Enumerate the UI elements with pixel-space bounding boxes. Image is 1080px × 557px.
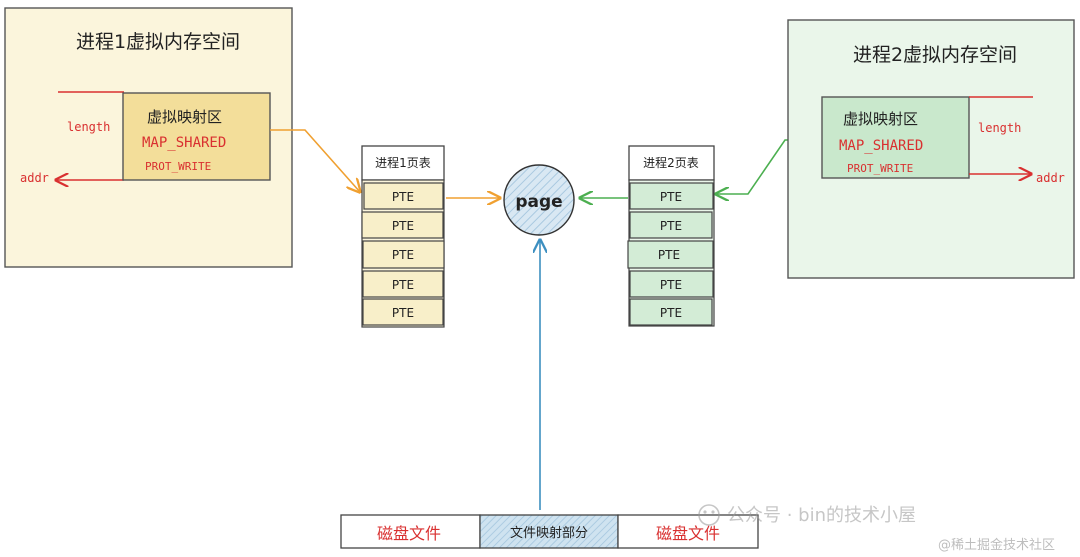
process1-page-table: 进程1页表 PTE PTE PTE PTE PTE [361, 145, 445, 328]
process2-addr-label: addr [1036, 171, 1065, 185]
process1-pte-label: PTE [392, 248, 414, 262]
process1-length-label: length [67, 120, 110, 134]
process2-mmap-title: 虚拟映射区 [843, 110, 918, 128]
process2-pte-label: PTE [660, 219, 682, 233]
page-node: page [503, 164, 575, 236]
watermark: 公众号 · bin的技术小屋 @稀土掘金技术社区 [698, 504, 1055, 553]
process1-space-title: 进程1虚拟内存空间 [76, 31, 240, 53]
process2-pte-1 [629, 211, 713, 239]
process2-mmap-area [821, 96, 970, 179]
wechat-icon [698, 504, 720, 526]
process2-pte-label: PTE [660, 190, 682, 204]
process1-mmap-flag: MAP_SHARED [142, 135, 226, 151]
watermark-site: @稀土掘金技术社区 [938, 537, 1055, 553]
process1-pte-label: PTE [392, 219, 414, 233]
process2-page-table-title: 进程2页表 [643, 155, 699, 170]
process1-page-table-title: 进程1页表 [375, 155, 431, 170]
process1-pte-2 [362, 240, 445, 269]
process2-pte-label: PTE [658, 248, 680, 262]
process2-page-table-header [628, 145, 715, 181]
process1-addr-label: addr [20, 171, 49, 185]
disk-file-left-label: 磁盘文件 [377, 524, 441, 543]
process2-pte-2 [627, 240, 714, 269]
process2-pte-0 [629, 182, 714, 210]
process1-pte-0 [363, 182, 444, 210]
process1-pte-label: PTE [392, 306, 414, 320]
process2-length-label: length [978, 121, 1021, 135]
page-label: page [515, 192, 562, 212]
process1-pte-1 [361, 211, 444, 239]
process1-pte-label: PTE [392, 278, 414, 292]
disk-file-bar: 磁盘文件 文件映射部分 磁盘文件 [340, 514, 759, 549]
process2-pte-4 [629, 298, 713, 326]
process2-space-title: 进程2虚拟内存空间 [853, 44, 1017, 66]
process2-pte-label: PTE [660, 278, 682, 292]
process2-page-table: 进程2页表 PTE PTE PTE PTE PTE [627, 145, 715, 327]
process1-pte-3 [362, 270, 444, 298]
process1-mmap-title: 虚拟映射区 [147, 108, 222, 126]
process1-to-pagetable-arrow [270, 129, 360, 192]
page-circle [503, 164, 575, 236]
process1-mmap-prot: PROT_WRITE [145, 160, 211, 173]
disk-file-mapped-label: 文件映射部分 [510, 525, 588, 541]
process2-virtual-memory-space: 进程2虚拟内存空间 虚拟映射区 MAP_SHARED PROT_WRITE le… [787, 19, 1075, 279]
process1-pte-4 [362, 298, 444, 326]
process1-mmap-area [122, 92, 271, 181]
process2-pte-3 [629, 270, 714, 298]
process1-page-table-header [361, 145, 445, 181]
process1-virtual-memory-space: 进程1虚拟内存空间 length addr 虚拟映射区 MAP_SHARED P… [4, 7, 293, 268]
process1-pte-label: PTE [392, 190, 414, 204]
process2-mmap-flag: MAP_SHARED [839, 138, 923, 154]
process2-pte-label: PTE [660, 306, 682, 320]
disk-file-right-label: 磁盘文件 [656, 524, 720, 543]
disk-file-right [617, 514, 759, 549]
disk-file-mapped-part [479, 514, 619, 549]
process2-mmap-prot: PROT_WRITE [847, 162, 913, 175]
watermark-channel: 公众号 · bin的技术小屋 [727, 505, 916, 526]
